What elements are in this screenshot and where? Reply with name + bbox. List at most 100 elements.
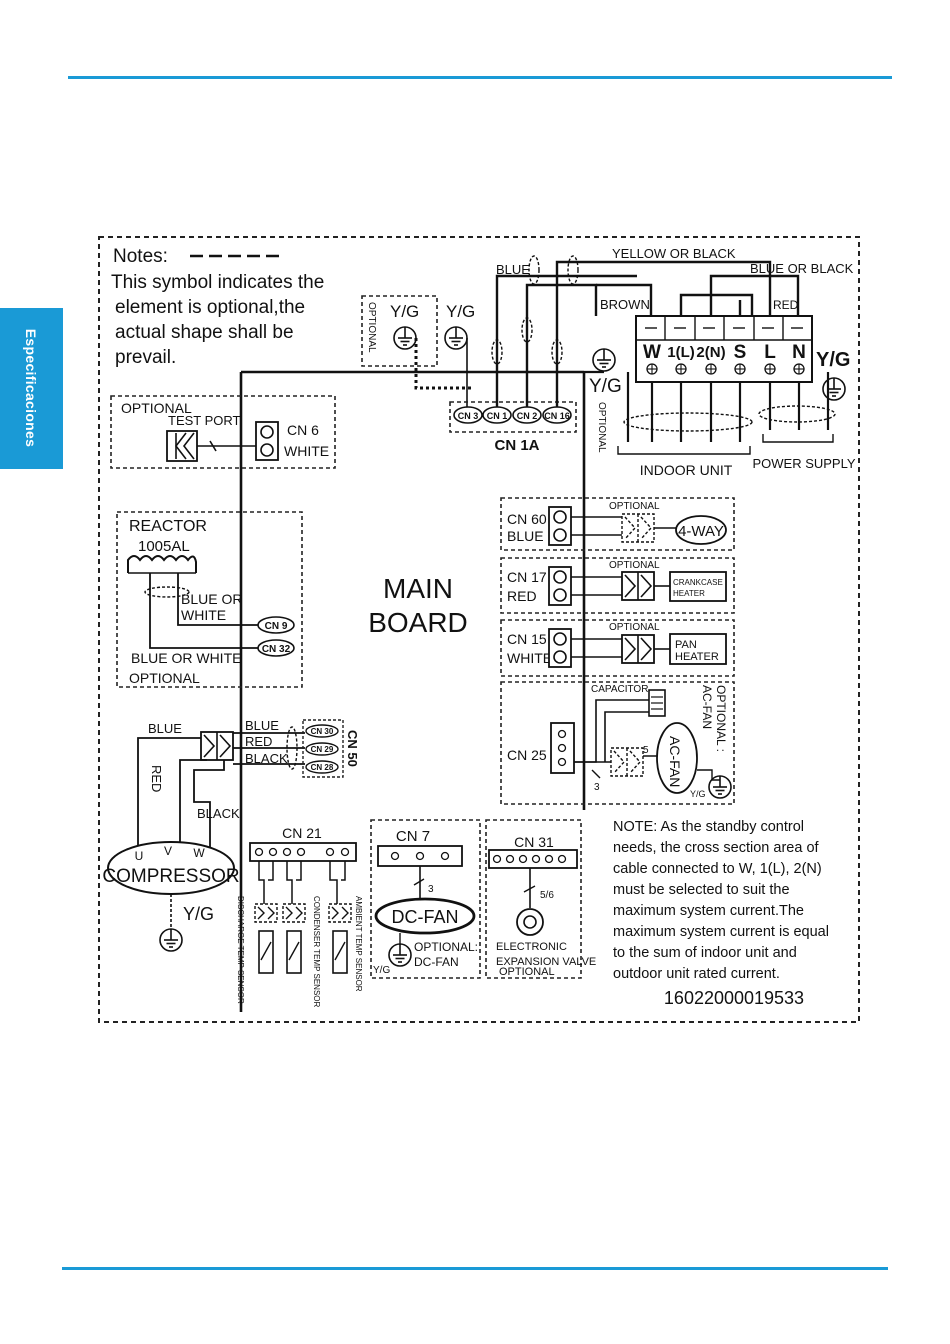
optional-label: OPTIONAL (609, 560, 660, 571)
wire-label: BLUE OR BLACK (750, 261, 854, 276)
cn7-dc-fan-block: CN 7 3 DC-FAN Y/G OPTIONAL: DC-FAN (370, 819, 481, 979)
yg-label: Y/G (390, 302, 419, 321)
notes-line: prevail. (115, 347, 176, 368)
wire-label: WHITE (181, 607, 226, 623)
cn31-label: CN 31 (514, 834, 554, 850)
screw-icon (675, 363, 687, 375)
main-board: MAIN BOARD (239, 370, 586, 1012)
terminal-wires (491, 255, 800, 407)
cn1a-connector: CN 3 CN 1 CN 2 CN 16 CN 1A (449, 401, 577, 454)
terminal-label: L (764, 342, 776, 363)
section-tab: Especificaciones (0, 308, 63, 469)
optional-label: AC-FAN (700, 685, 714, 729)
temp-sensor-icon (254, 903, 278, 974)
compressor-label: COMPRESSOR (102, 866, 239, 887)
phase-label: W (193, 846, 205, 860)
note-line: maximum system current is equal (613, 924, 829, 940)
relay-icon (621, 513, 655, 543)
wire-label: BLACK (197, 806, 240, 821)
yg-label: Y/G (816, 349, 850, 371)
standby-note: NOTE: As the standby control needs, the … (613, 819, 829, 1008)
yg-label: Y/G (690, 789, 706, 799)
cn21-sensor-block: CN 21 DISCHARGE TEMP SENSOR CONDENSER TE… (236, 825, 363, 1008)
pin-label: 3 (594, 782, 600, 793)
pin-label: 5/6 (540, 890, 554, 901)
ground-icon (708, 775, 732, 799)
pin-label: 3 (428, 884, 434, 895)
phase-label: V (164, 844, 172, 858)
ground-icon (592, 348, 616, 372)
terminal-label: 1(L) (667, 344, 695, 361)
cn3-label: CN 3 (458, 411, 479, 421)
valve-label: ELECTRONIC (496, 941, 567, 953)
connector-icon (548, 628, 572, 668)
notes-title: Notes: (113, 246, 168, 267)
wire-label: BLUE (496, 262, 530, 277)
load-cn15: CN 15 WHITE OPTIONAL PAN HEATER (500, 619, 735, 677)
reactor-model: 1005AL (138, 538, 190, 555)
cn-label: CN 17 (507, 569, 547, 585)
pin-label: 5 (643, 745, 649, 756)
dc-fan-label: DC-FAN (392, 907, 459, 927)
sensor-label: CONDENSER TEMP SENSOR (312, 896, 321, 1008)
wire-label: RED (773, 298, 799, 312)
phase-label: U (135, 849, 144, 863)
cn7-label: CN 7 (396, 828, 430, 845)
wire-label: YELLOW OR BLACK (612, 246, 736, 261)
cn21-label: CN 21 (282, 825, 322, 841)
cn-color: WHITE (507, 650, 552, 666)
optional-label: OPTIONAL (609, 501, 660, 512)
terminal-label: 2(N) (696, 344, 725, 361)
test-port-label: TEST PORT (168, 413, 241, 428)
yg-label: Y/G (589, 376, 622, 397)
wire-label: BLACK (245, 751, 288, 766)
relay-icon (621, 634, 655, 664)
optional-label: OPTIONAL : (714, 685, 728, 752)
wire-label: BLUE (148, 721, 182, 736)
screw-icon (793, 363, 805, 375)
capacitor-label: CAPACITOR (591, 684, 648, 695)
wire-label: BLUE (245, 718, 279, 733)
cn-color: RED (507, 588, 537, 604)
cn9-label: CN 9 (265, 621, 288, 632)
wire-label: RED (149, 765, 164, 792)
optional-label: OPTIONAL: (414, 940, 478, 954)
connector-icon (548, 506, 572, 546)
terminal-block: W 1(L) 2(N) S L N Y/G (635, 315, 850, 383)
load-label: CRANKCASE (673, 578, 723, 587)
notes-line: actual shape shall be (115, 322, 294, 343)
valve-label: EXPANSION VALVE (496, 956, 596, 968)
cn50-label: CN 50 (345, 730, 360, 767)
optional-label: OPTIONAL (366, 302, 377, 353)
optional-label: OPTIONAL (596, 402, 607, 453)
cn6-color: WHITE (284, 443, 329, 459)
note-line: NOTE: As the standby control (613, 819, 804, 835)
ground-icon (822, 377, 846, 401)
cn31-expansion-valve-block: CN 31 5/6 ELECTRONIC EXPANSION VALVE OPT… (485, 819, 596, 979)
terminal-label: N (792, 342, 806, 363)
note-line: must be selected to suit the (613, 882, 790, 898)
ground-icon (159, 928, 183, 952)
cn1-label: CN 1 (487, 411, 508, 421)
sensor-label: DISCHARGE TEMP SENSOR (236, 896, 245, 1004)
cn-label: CN 15 (507, 631, 547, 647)
reactor-title: REACTOR (129, 518, 207, 535)
test-port-block: OPTIONAL TEST PORT CN 6 WHITE (110, 395, 336, 469)
relay-icon (200, 731, 234, 761)
cn-color: BLUE (507, 528, 544, 544)
notes: Notes: This symbol indicates the element… (111, 246, 324, 368)
relay-icon (610, 747, 644, 777)
cn30-label: CN 30 (311, 727, 334, 736)
footer-rule (62, 1267, 888, 1270)
wire-label: BLUE OR (181, 591, 242, 607)
terminal-wire-labels: YELLOW OR BLACK BLUE BLUE OR BLACK BROWN… (496, 246, 854, 312)
temp-sensor-icon (282, 903, 306, 974)
cn25-ac-fan-block: CN 25 3 CAPACITOR 5 AC-FAN Y/G OPTIONAL … (500, 681, 735, 805)
cn6-label: CN 6 (287, 422, 319, 438)
yg-label: Y/G (183, 904, 214, 924)
optional-label: OPTIONAL (499, 966, 555, 978)
wire-label: RED (245, 734, 272, 749)
load-cn60: CN 60 BLUE OPTIONAL 4-WAY (500, 497, 735, 551)
main-board-label: BOARD (368, 607, 468, 638)
sensor-label: AMBIENT TEMP SENSOR (354, 896, 363, 992)
